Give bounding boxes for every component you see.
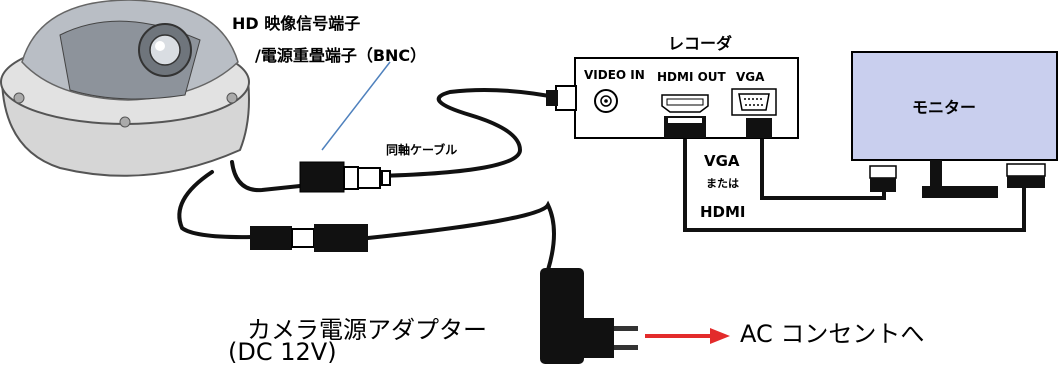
vga-plug <box>746 118 772 138</box>
monitor-label: モニター <box>912 98 977 117</box>
vga-port-label: VGA <box>736 70 765 84</box>
recorder-box <box>546 57 799 139</box>
video-in-label: VIDEO IN <box>584 68 645 82</box>
terminal-label-line2: /電源重畳端子（BNC） <box>255 46 427 65</box>
ac-arrow <box>645 328 730 344</box>
coax-cable-label: 同軸ケーブル <box>386 143 458 157</box>
bnc-connector-icon <box>299 161 391 193</box>
adapter-voltage-label: (DC 12V) <box>228 338 337 366</box>
dc-plug-icon <box>250 224 368 252</box>
dome-camera-icon <box>0 0 250 177</box>
adapter-cable <box>366 200 556 272</box>
cables <box>177 88 1026 272</box>
vga-port-icon <box>731 88 777 116</box>
or-label: または <box>706 177 739 190</box>
hdmi-out-label: HDMI OUT <box>657 70 726 84</box>
adapter-label: カメラ電源アダプター <box>247 316 487 344</box>
hdmi-cable <box>683 138 1026 232</box>
monitor-icon <box>851 51 1058 198</box>
coax-cable <box>376 88 562 178</box>
bnc-jack-icon <box>594 89 618 113</box>
camera-video-cable <box>230 160 302 193</box>
recorder-label: レコーダ <box>668 34 733 53</box>
vga-cable <box>760 136 886 200</box>
hdmi-label: HDMI <box>700 203 746 221</box>
hdmi-port-icon <box>661 94 709 113</box>
ac-outlet-label: AC コンセントへ <box>740 320 925 348</box>
power-adapter-icon <box>540 268 638 364</box>
vga-label: VGA <box>704 152 740 170</box>
camera-power-cable <box>177 170 254 240</box>
callout-line <box>321 61 391 151</box>
terminal-label-line1: HD 映像信号端子 <box>232 14 361 33</box>
